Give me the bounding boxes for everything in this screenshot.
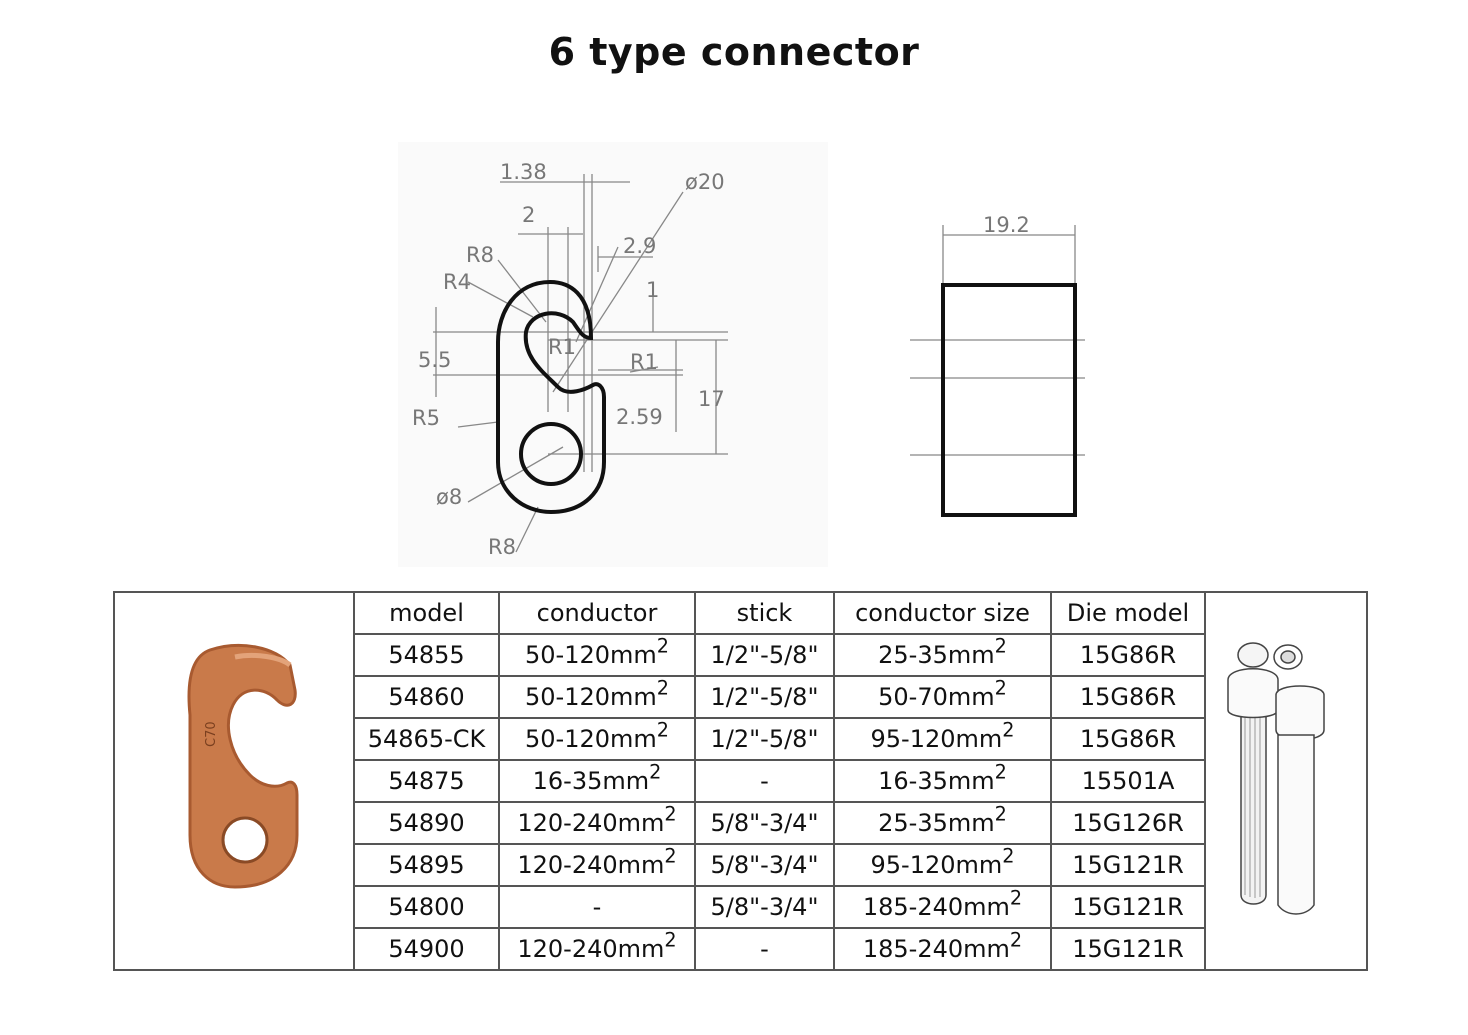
col-header: conductor [498,591,696,635]
cable-clamp-illustration [1227,642,1325,915]
dim-label: R4 [443,270,471,294]
table-row: 54865-CK 50-120mm2 1/2"-5/8" 95-120mm2 1… [114,717,1367,761]
cell-die: 15G86R [1050,675,1206,719]
cell-stick: 1/2"-5/8" [694,675,835,719]
page-title: 6 type connector [548,30,920,74]
dim-label: 1.38 [500,160,547,184]
cell-model: 54855 [353,633,500,677]
dim-label: R1 [630,350,658,374]
cell-size: 95-120mm2 [833,843,1052,887]
cell-conductor: 120-240mm2 [498,801,696,845]
cell-die: 15G121R [1050,885,1206,929]
col-header: Die model [1050,591,1206,635]
cell-size: 185-240mm2 [833,927,1052,971]
dim-label: R1 [548,335,576,359]
cell-stick: 1/2"-5/8" [694,633,835,677]
cell-stick: - [694,759,835,803]
table-row: 54875 16-35mm2 - 16-35mm2 15501A [114,759,1367,803]
connector-side-drawing: 19.2 [910,213,1085,517]
dim-label: ø20 [685,170,725,194]
dim-label: ø8 [436,485,462,509]
copper-connector-photo: C70 [187,643,299,889]
cell-stick: 5/8"-3/4" [694,801,835,845]
cell-stick: 5/8"-3/4" [694,885,835,929]
cell-conductor: 50-120mm2 [498,717,696,761]
cell-conductor: 50-120mm2 [498,675,696,719]
side-dim-label: 19.2 [983,213,1030,237]
cell-die: 15G126R [1050,801,1206,845]
table-row: 54895 120-240mm2 5/8"-3/4" 95-120mm2 15G… [114,843,1367,887]
cell-conductor: 120-240mm2 [498,927,696,971]
cell-stick: 5/8"-3/4" [694,843,835,887]
cell-conductor: - [498,885,696,929]
cell-die: 15G86R [1050,717,1206,761]
cell-size: 25-35mm2 [833,633,1052,677]
cell-size: 16-35mm2 [833,759,1052,803]
table-row: 54900 120-240mm2 - 185-240mm2 15G121R [114,927,1367,971]
cell-conductor: 16-35mm2 [498,759,696,803]
cell-model: 54800 [353,885,500,929]
dim-label: 1 [646,278,659,302]
cell-model: 54900 [353,927,500,971]
cell-size: 50-70mm2 [833,675,1052,719]
col-header: stick [694,591,835,635]
cell-die: 15G86R [1050,633,1206,677]
col-header: model [353,591,500,635]
cell-die: 15G121R [1050,927,1206,971]
table-row: 54800 - 5/8"-3/4" 185-240mm2 15G121R [114,885,1367,929]
cell-model: 54895 [353,843,500,887]
cell-model: 54875 [353,759,500,803]
dim-label: R8 [466,243,494,267]
cell-size: 185-240mm2 [833,885,1052,929]
dim-label: 2 [522,203,535,227]
cell-size: 25-35mm2 [833,801,1052,845]
dim-label: 2.59 [616,405,663,429]
table-row: C70 model conductor stick conductor size… [113,591,1368,971]
table-row: 54855 50-120mm2 1/2"-5/8" 25-35mm2 15G86… [114,633,1367,677]
dim-label: R8 [488,535,516,559]
cell-conductor: 50-120mm2 [498,633,696,677]
cell-stick: 1/2"-5/8" [694,717,835,761]
cell-conductor: 120-240mm2 [498,843,696,887]
cable-illustration-cell [1204,591,1368,971]
dim-label: R5 [412,406,440,430]
spec-table: C70 model conductor stick conductor size… [113,591,1368,971]
photo-stamp: C70 [204,721,219,747]
cell-stick: - [694,927,835,971]
cell-die: 15G121R [1050,843,1206,887]
connector-front-drawing: 1.38 ø20 2 2.9 R8 R4 1 5.5 R1 R1 17 R5 2… [398,142,828,567]
cell-model: 54860 [353,675,500,719]
cell-model: 54865-CK [353,717,500,761]
dim-label: 17 [698,387,725,411]
dim-label: 2.9 [623,234,656,258]
product-photo-cell: C70 [113,591,355,971]
table-row: 54890 120-240mm2 5/8"-3/4" 25-35mm2 15G1… [114,801,1367,845]
col-header: conductor size [833,591,1052,635]
cell-model: 54890 [353,801,500,845]
table-row: 54860 50-120mm2 1/2"-5/8" 50-70mm2 15G86… [114,675,1367,719]
cell-die: 15501A [1050,759,1206,803]
cell-size: 95-120mm2 [833,717,1052,761]
dim-label: 5.5 [418,348,451,372]
